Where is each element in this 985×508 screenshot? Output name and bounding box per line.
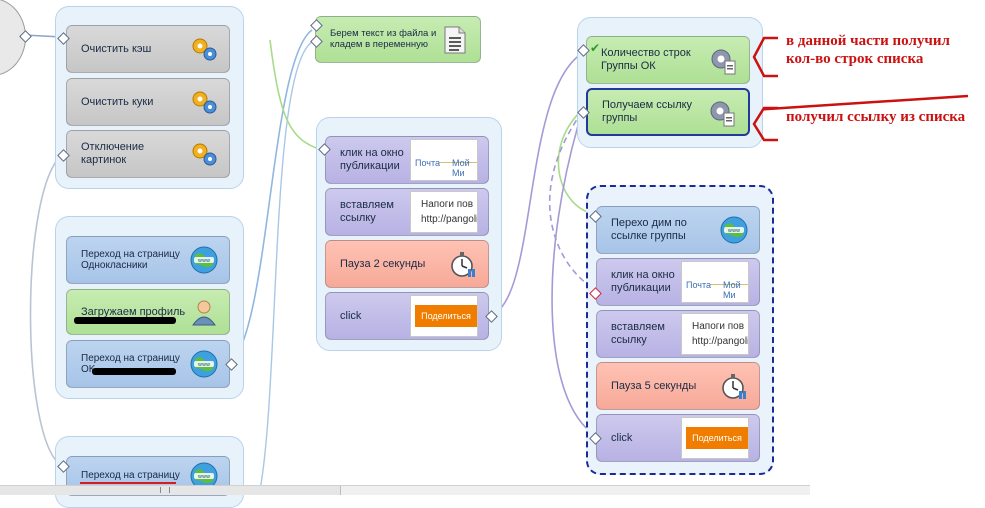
svg-text:www: www	[198, 474, 210, 480]
block-label: Количество строк Группы ОК	[601, 47, 691, 72]
thumb-share-button: Поделиться	[686, 427, 748, 449]
block-label: Берем текст из файла и кладем в переменн…	[330, 27, 437, 50]
block-label: click	[340, 309, 362, 322]
block-disable-images[interactable]: Отключение картинок	[66, 130, 230, 178]
thumb-url: http://pangoli	[692, 336, 749, 347]
block-label: вставляем ссылку	[611, 321, 665, 346]
block-clear-cache[interactable]: Очистить кэш	[66, 25, 230, 73]
gear-document-icon	[709, 45, 739, 75]
screenshot-thumbnail: Поделиться	[681, 417, 749, 459]
screenshot-thumbnail: Почта Мой Ми	[681, 261, 749, 303]
block-label: Получаем ссылку группы	[602, 99, 693, 124]
svg-text:www: www	[198, 362, 210, 368]
block-click-1[interactable]: click Поделиться	[325, 292, 489, 340]
thumb-share-button: Поделиться	[415, 305, 477, 327]
screenshot-thumbnail: Напоги пов http://pangoli	[410, 191, 478, 233]
block-paste-link-1[interactable]: вставляем ссылку Напоги пов http://pango…	[325, 188, 489, 236]
thumb-tab-my: Мой Ми	[723, 280, 741, 300]
block-click-2[interactable]: click Поделиться	[596, 414, 760, 462]
block-click-window-2[interactable]: клик на окно публикации Почта Мой Ми	[596, 258, 760, 306]
thumb-url: http://pangoli	[421, 214, 478, 225]
block-label: Очистить куки	[81, 95, 154, 108]
user-profile-icon	[189, 297, 219, 327]
block-label: клик на окно публикации	[611, 269, 675, 294]
check-icon: ✔	[590, 41, 601, 55]
gear-document-icon	[708, 97, 738, 127]
www-globe-icon: www	[189, 461, 219, 491]
block-get-link[interactable]: Получаем ссылку группы	[586, 88, 750, 136]
www-globe-icon: www	[189, 349, 219, 379]
block-label: Переход на страницу	[81, 470, 180, 482]
block-goto-group-link[interactable]: Перехо дим по ссылке группы www	[596, 206, 760, 254]
horizontal-scrollbar[interactable]	[0, 485, 810, 495]
block-label: Переход на страницу OK	[81, 352, 180, 376]
block-label: click	[611, 431, 633, 444]
block-take-text[interactable]: Берем текст из файла и кладем в переменн…	[315, 16, 481, 63]
underline-mark	[80, 482, 176, 484]
annotation-bracket-count	[752, 36, 778, 78]
stopwatch-icon	[719, 371, 749, 401]
thumb-tab-mail: Почта	[415, 158, 440, 168]
scrollbar-pane[interactable]	[0, 486, 341, 495]
block-load-profile[interactable]: Загружаем профиль	[66, 289, 230, 335]
block-count-rows[interactable]: ✔ Количество строк Группы ОК	[586, 36, 750, 84]
block-label: Пауза 2 секунды	[340, 257, 426, 270]
redaction-mark	[74, 317, 176, 324]
thumb-text: Напоги пов	[692, 321, 745, 332]
annotation-bracket-link	[752, 106, 778, 142]
block-label: Переход на страницу Однокласники	[81, 248, 180, 272]
block-label: Загружаем профиль	[81, 305, 186, 318]
block-label: Перехо дим по ссылке группы	[611, 217, 687, 242]
block-paste-link-2[interactable]: вставляем ссылку Напоги пов http://pango…	[596, 310, 760, 358]
block-click-window-1[interactable]: клик на окно публикации Почта Мой Ми	[325, 136, 489, 184]
screenshot-thumbnail: Напоги пов http://pangoli	[681, 313, 749, 355]
screenshot-thumbnail: Почта Мой Ми	[410, 139, 478, 181]
block-clear-cookies[interactable]: Очистить куки	[66, 78, 230, 126]
thumb-text: Напоги пов	[421, 199, 474, 210]
block-label: вставляем ссылку	[340, 199, 394, 224]
block-label: Пауза 5 секунды	[611, 379, 697, 392]
thumb-tab-mail: Почта	[686, 280, 711, 290]
www-globe-icon: www	[189, 245, 219, 275]
block-label: клик на окно публикации	[340, 147, 404, 172]
screenshot-thumbnail: Поделиться	[410, 295, 478, 337]
svg-text:www: www	[728, 228, 740, 234]
annotation-count-note: в данной части получил кол-во строк спис…	[786, 33, 950, 67]
gears-icon	[189, 139, 219, 169]
block-pause-2[interactable]: Пауза 2 секунды	[325, 240, 489, 288]
annotation-link-note: получил ссылку из списка	[786, 109, 966, 125]
block-pause-5[interactable]: Пауза 5 секунды	[596, 362, 760, 410]
gears-icon	[189, 87, 219, 117]
scrollbar-grip[interactable]	[160, 487, 170, 493]
block-label: Очистить кэш	[81, 42, 152, 55]
www-globe-icon: www	[719, 215, 749, 245]
gears-icon	[189, 34, 219, 64]
block-goto-ok[interactable]: Переход на страницу OK www	[66, 340, 230, 388]
document-icon	[440, 25, 470, 55]
block-goto-odnoklassniki[interactable]: Переход на страницу Однокласники www	[66, 236, 230, 284]
thumb-tab-my: Мой Ми	[452, 158, 470, 178]
svg-text:www: www	[198, 258, 210, 264]
stopwatch-icon	[448, 249, 478, 279]
redaction-mark	[92, 368, 176, 375]
block-label: Отключение картинок	[81, 141, 145, 166]
